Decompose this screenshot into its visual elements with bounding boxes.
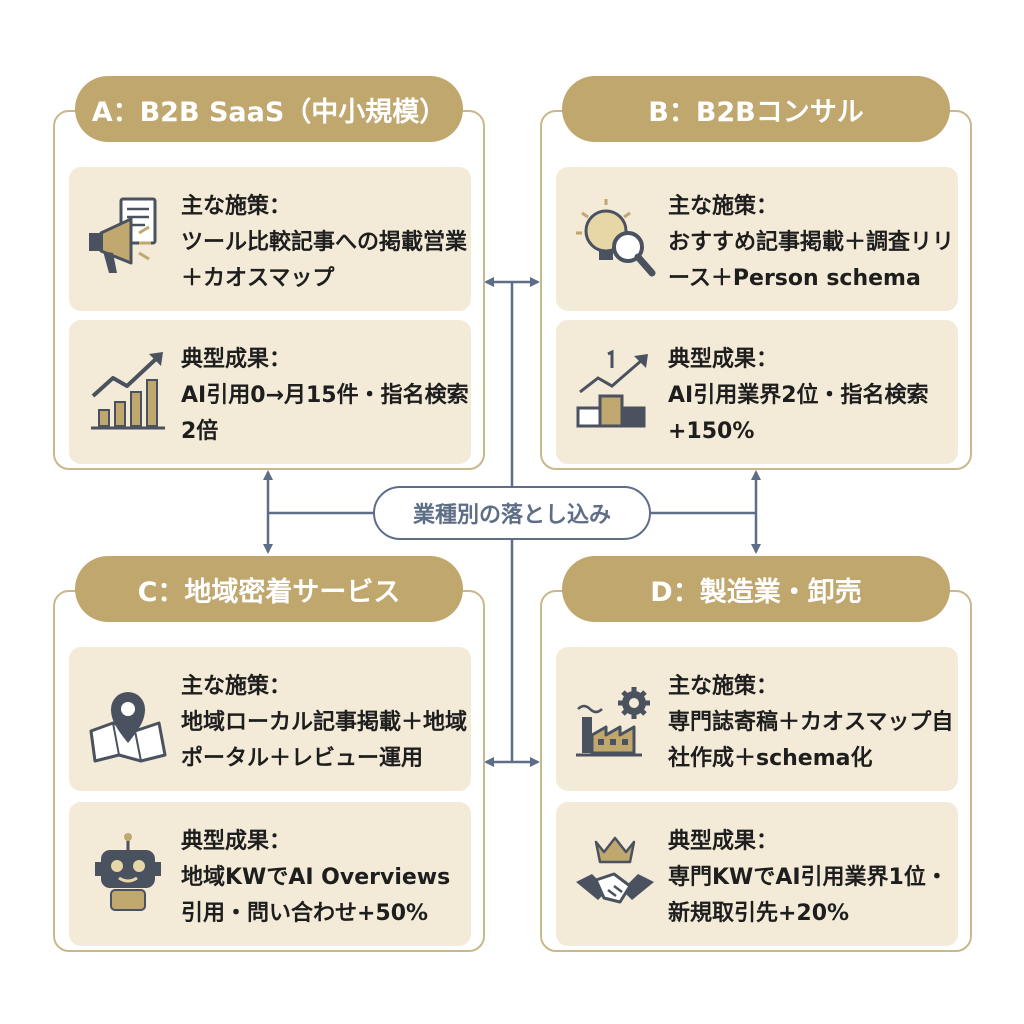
card-b-results-text: AI引用業界2位・指名検索+150% (668, 383, 929, 444)
card-a-measures-text: ツール比較記事への掲載営業＋カオスマップ (181, 230, 468, 291)
factory-gear-icon (576, 687, 650, 757)
card-c-results-text: 地域KWでAI Overviews引用・問い合わせ+50% (181, 865, 451, 926)
card-b-measures-text: おすすめ記事掲載＋調査リリース＋Person schema (668, 230, 955, 291)
card-b-results-text-block: 典型成果： AI引用業界2位・指名検索+150% (668, 342, 958, 450)
card-b-title: B：B2Bコンサル (562, 76, 950, 142)
card-d-measures-label: 主な施策： (668, 674, 779, 699)
card-c-measures-label: 主な施策： (181, 674, 292, 699)
card-d-results: 典型成果： 専門KWでAI引用業界1位・新規取引先+20% (556, 802, 958, 946)
card-d-results-label: 典型成果： (668, 829, 779, 854)
card-d-measures-text: 専門誌寄稿＋カオスマップ自社作成＋schema化 (668, 710, 954, 771)
card-c-title: C：地域密着サービス (75, 556, 463, 622)
card-a-results: 典型成果： AI引用0→月15件・指名検索2倍 (69, 320, 471, 464)
map-pin-icon (89, 692, 167, 763)
card-a-results-text: AI引用0→月15件・指名検索2倍 (181, 383, 469, 444)
robot-icon (95, 833, 161, 911)
lightbulb-magnifier-icon (576, 199, 656, 277)
card-d-measures: 主な施策： 専門誌寄稿＋カオスマップ自社作成＋schema化 (556, 647, 958, 791)
card-a-measures-label: 主な施策： (181, 194, 292, 219)
megaphone-document-icon (89, 197, 157, 273)
bar-chart-growth-icon (91, 352, 165, 430)
card-c-results-text-block: 典型成果： 地域KWでAI Overviews引用・問い合わせ+50% (181, 824, 471, 932)
card-a: 主な施策： ツール比較記事への掲載営業＋カオスマップ 典型成果： AI引用0→月… (53, 110, 485, 470)
card-c: 主な施策： 地域ローカル記事掲載＋地域ポータル＋レビュー運用 典型成果： 地域K… (53, 590, 485, 952)
card-c-results-label: 典型成果： (181, 829, 292, 854)
card-b-results: 典型成果： AI引用業界2位・指名検索+150% (556, 320, 958, 464)
card-d: 主な施策： 専門誌寄稿＋カオスマップ自社作成＋schema化 典型成果： 専門K… (540, 590, 972, 952)
card-a-measures: 主な施策： ツール比較記事への掲載営業＋カオスマップ (69, 167, 471, 311)
card-c-measures: 主な施策： 地域ローカル記事掲載＋地域ポータル＋レビュー運用 (69, 647, 471, 791)
card-b: 主な施策： おすすめ記事掲載＋調査リリース＋Person schema 典型成果… (540, 110, 972, 470)
card-a-title: A：B2B SaaS（中小規模） (75, 76, 463, 142)
card-b-measures: 主な施策： おすすめ記事掲載＋調査リリース＋Person schema (556, 167, 958, 311)
card-b-measures-label: 主な施策： (668, 194, 779, 219)
card-b-results-label: 典型成果： (668, 347, 779, 372)
center-label: 業種別の落とし込み (373, 486, 651, 540)
card-c-results: 典型成果： 地域KWでAI Overviews引用・問い合わせ+50% (69, 802, 471, 946)
card-c-measures-text-block: 主な施策： 地域ローカル記事掲載＋地域ポータル＋レビュー運用 (181, 669, 471, 777)
card-d-measures-text-block: 主な施策： 専門誌寄稿＋カオスマップ自社作成＋schema化 (668, 669, 958, 777)
card-c-measures-text: 地域ローカル記事掲載＋地域ポータル＋レビュー運用 (181, 710, 468, 771)
card-a-measures-text-block: 主な施策： ツール比較記事への掲載営業＋カオスマップ (181, 189, 471, 297)
crown-handshake-icon (576, 836, 654, 904)
card-d-results-text-block: 典型成果： 専門KWでAI引用業界1位・新規取引先+20% (668, 824, 958, 932)
card-d-results-text: 専門KWでAI引用業界1位・新規取引先+20% (668, 865, 948, 926)
card-b-measures-text-block: 主な施策： おすすめ記事掲載＋調査リリース＋Person schema (668, 189, 958, 297)
podium-growth-icon (576, 349, 648, 428)
card-a-results-label: 典型成果： (181, 347, 292, 372)
card-d-title: D：製造業・卸売 (562, 556, 950, 622)
card-a-results-text-block: 典型成果： AI引用0→月15件・指名検索2倍 (181, 342, 471, 450)
